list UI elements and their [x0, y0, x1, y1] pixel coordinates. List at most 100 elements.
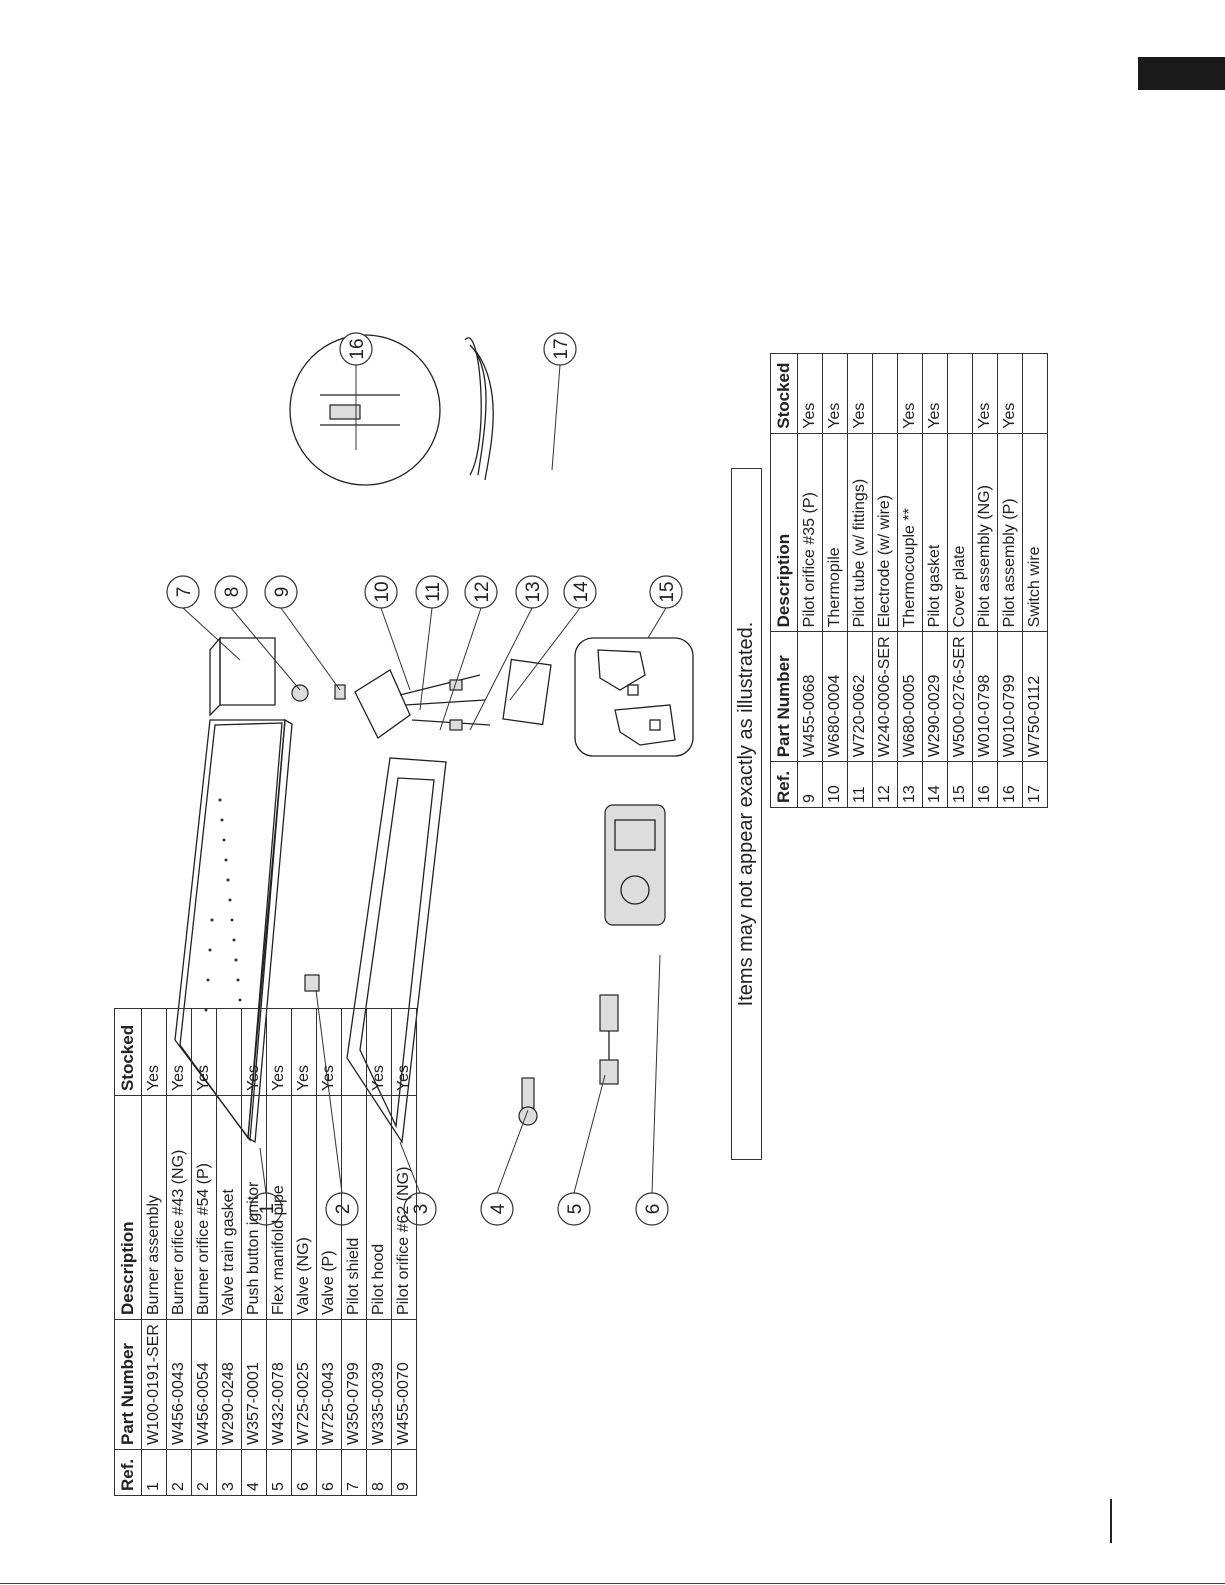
callout-9: [264, 575, 298, 609]
callout-10: [364, 575, 398, 609]
cell-ref: 11: [847, 761, 873, 808]
cell-ref: 2: [191, 1449, 217, 1496]
cell-description: Push button ignitor: [241, 1095, 267, 1320]
cell-description: Thermocouple **: [897, 433, 923, 632]
cell-description: Burner assembly: [141, 1095, 167, 1320]
cell-description: Pilot orifice #35 (P): [797, 433, 823, 632]
cell-ref: 16: [997, 761, 1023, 808]
svg-text:7: 7: [174, 587, 195, 598]
callout-14: [563, 575, 597, 609]
svg-text:6: 6: [643, 1204, 664, 1215]
cell-ref: 9: [391, 1449, 417, 1496]
cell-description: Thermopile: [822, 433, 848, 632]
cell-stocked: Yes: [897, 353, 923, 434]
cell-stocked: Yes: [822, 353, 848, 434]
cell-description: Switch wire: [1022, 433, 1048, 632]
cell-description: Cover plate: [947, 433, 973, 632]
callout-3: [403, 1192, 437, 1226]
cell-stocked: Yes: [847, 353, 873, 434]
svg-text:3: 3: [411, 1204, 432, 1215]
cell-part-number: W432-0078: [266, 1319, 292, 1450]
cell-stocked: Yes: [166, 1008, 192, 1096]
cell-stocked: Yes: [316, 1008, 342, 1096]
cell-part-number: W335-0039: [366, 1319, 392, 1450]
cell-part-number: W680-0004: [822, 631, 848, 762]
column-header-description: Description: [114, 1095, 142, 1320]
cell-description: Electrode (w/ wire): [872, 433, 898, 632]
callout-2: [325, 1192, 359, 1226]
cell-description: Pilot hood: [366, 1095, 392, 1320]
callout-13: [515, 575, 549, 609]
cell-part-number: W350-0799: [341, 1319, 367, 1450]
cell-stocked: Yes: [972, 353, 998, 434]
column-header-part-number: Part Number: [114, 1319, 142, 1450]
callout-4: [480, 1192, 514, 1226]
svg-text:1: 1: [257, 1204, 278, 1215]
cell-part-number: W725-0025: [291, 1319, 317, 1450]
cell-part-number: W290-0029: [922, 631, 948, 762]
pilot-parts-drawing: [354, 669, 491, 739]
cell-ref: 13: [897, 761, 923, 808]
cell-ref: 6: [316, 1449, 342, 1496]
svg-text:16: 16: [347, 338, 368, 359]
callout-15: [649, 575, 683, 609]
cell-part-number: W240-0006-SER: [872, 631, 898, 762]
cell-stocked: Yes: [241, 1008, 267, 1096]
flex-pipe-drawing: [599, 994, 619, 1085]
svg-text:4: 4: [488, 1203, 509, 1214]
column-header-description: Description: [770, 433, 798, 632]
cell-description: Valve train gasket: [216, 1095, 242, 1320]
cell-part-number: W725-0043: [316, 1319, 342, 1450]
svg-text:9: 9: [272, 587, 293, 598]
cell-stocked: Yes: [291, 1008, 317, 1096]
gasket-drawing: [346, 757, 447, 1144]
cell-part-number: W010-0799: [997, 631, 1023, 762]
cell-part-number: W680-0005: [897, 631, 923, 762]
cell-stocked: Yes: [391, 1008, 417, 1096]
cell-description: Pilot orifice #62 (NG): [391, 1095, 417, 1320]
svg-text:10: 10: [372, 581, 393, 602]
column-header-ref: Ref.: [770, 761, 798, 808]
cell-part-number: W500-0276-SER: [947, 631, 973, 762]
column-header-ref: Ref.: [114, 1449, 142, 1496]
cell-stocked: Yes: [191, 1008, 217, 1096]
cell-part-number: W290-0248: [216, 1319, 242, 1450]
cell-stocked: Yes: [797, 353, 823, 434]
cell-ref: 16: [972, 761, 998, 808]
callout-1: [249, 1192, 283, 1226]
pilot-assembly-drawing: [289, 334, 441, 486]
cell-description: Pilot tube (w/ fittings): [847, 433, 873, 632]
cell-ref: 5: [266, 1449, 292, 1496]
table-header-row: Ref. Part Number Description Stocked: [114, 1008, 142, 1496]
cell-ref: 7: [341, 1449, 367, 1496]
svg-text:12: 12: [472, 581, 493, 602]
switch-wire-drawing: [464, 337, 494, 481]
cell-stocked: [216, 1008, 242, 1096]
cell-description: Pilot shield: [341, 1095, 367, 1320]
cell-stocked: [872, 353, 898, 434]
callout-16: [339, 332, 373, 366]
cell-part-number: W100-0191-SER: [141, 1319, 167, 1450]
cell-ref: 15: [947, 761, 973, 808]
cell-part-number: W455-0070: [391, 1319, 417, 1450]
svg-text:2: 2: [333, 1204, 354, 1215]
callout-11: [415, 575, 449, 609]
cell-part-number: W010-0798: [972, 631, 998, 762]
illustration-note: Items may not appear exactly as illustra…: [731, 468, 762, 1160]
cell-part-number: W357-0001: [241, 1319, 267, 1450]
